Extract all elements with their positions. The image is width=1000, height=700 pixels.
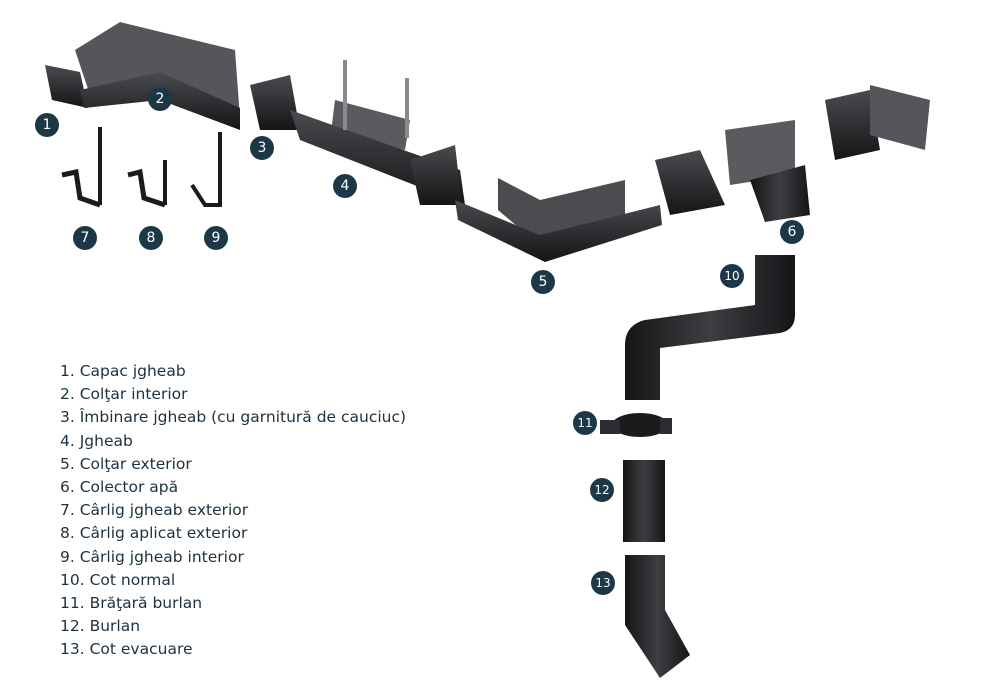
badge-6: 6 [780,220,804,244]
badge-12: 12 [590,478,614,502]
legend-item: 7. Cârlig jgheab exterior [60,501,249,520]
parts-legend: 1. Capac jgheab 2. Colţar interior 3. Îm… [60,360,406,662]
badge-9: 9 [204,226,228,250]
outer-corner-part [455,178,662,262]
legend-item: 9. Cârlig jgheab interior [60,547,244,566]
badge-8: 8 [139,226,163,250]
legend-item: 1. Capac jgheab [60,362,186,380]
badge-4: 4 [333,174,357,198]
badge-13: 13 [591,571,615,595]
badge-7: 7 [73,226,97,250]
legend-item: 12. Burlan [60,617,141,636]
legend-item: 10. Cot normal [60,570,176,589]
badge-2: 2 [148,87,172,111]
legend-item: 11. Brăţară burlan [60,594,203,613]
downpipe-part [623,460,665,542]
gutter-run-right [655,85,930,222]
end-cap-part [45,65,88,108]
hooks-part [61,127,222,208]
legend-item: 5. Colţar exterior [60,454,192,473]
legend-item: 2. Colţar interior [60,385,188,404]
pipe-bracket-part [600,413,672,437]
gutter-run-left [250,60,465,205]
badge-3: 3 [250,136,274,160]
legend-item: 8. Cârlig aplicat exterior [60,524,248,543]
badge-1: 1 [35,113,59,137]
badge-11: 11 [573,411,597,435]
badge-5: 5 [531,270,555,294]
outlet-elbow-part [625,555,690,678]
badge-10: 10 [720,264,744,288]
legend-item: 4. Jgheab [60,431,133,450]
legend-item: 13. Cot evacuare [60,640,193,659]
inner-corner-part [75,22,240,130]
legend-item: 3. Îmbinare jgheab (cu garnitură de cauc… [60,408,407,427]
legend-item: 6. Colector apă [60,478,179,497]
downpipe-elbow-part [625,255,795,400]
